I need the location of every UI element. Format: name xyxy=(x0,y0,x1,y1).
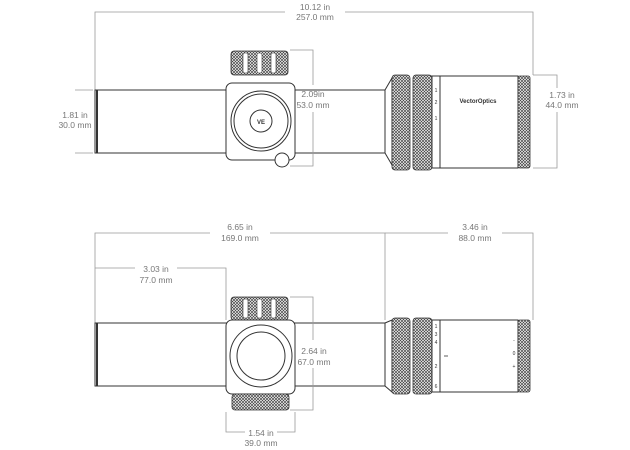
svg-text:1: 1 xyxy=(435,324,438,330)
overall-length-in: 10.12 in xyxy=(300,2,331,12)
turret-width-in: 1.54 in xyxy=(248,428,274,438)
turret-height-bottom-mm: 67.0 mm xyxy=(297,357,330,367)
overall-length-mm: 257.0 mm xyxy=(296,12,334,22)
magnification-ring-2 xyxy=(412,74,433,171)
objective-end-ring xyxy=(517,75,531,169)
eyepiece-to-objective-in: 6.65 in xyxy=(227,222,253,232)
objective-length-in: 3.46 in xyxy=(462,222,488,232)
svg-text:3: 3 xyxy=(435,332,438,338)
svg-text:0: 0 xyxy=(513,351,516,357)
top-view: 10.12 in 257.0 mm 1.81 in 30.0 mm VE 2.0… xyxy=(58,2,579,171)
svg-text:1: 1 xyxy=(435,88,438,94)
objective-length-mm: 88.0 mm xyxy=(458,233,491,243)
objective-bell-bottom xyxy=(439,319,519,393)
svg-text:4: 4 xyxy=(435,340,438,346)
magnification-ring-bottom xyxy=(391,317,411,395)
tube-diameter-in: 1.81 in xyxy=(62,110,88,120)
svg-text:6: 6 xyxy=(435,384,438,390)
turret-width-dimension: 1.54 in 39.0 mm xyxy=(225,412,296,448)
objective-bell xyxy=(439,75,519,169)
objective-diameter-dimension: 1.73 in 44.0 mm xyxy=(533,74,579,169)
bottom-view: 6.65 in 169.0 mm 3.46 in 88.0 mm 3.03 in… xyxy=(94,222,534,448)
turret-width-mm: 39.0 mm xyxy=(244,438,277,448)
svg-text:2: 2 xyxy=(435,100,438,106)
eyepiece-to-turret-mm: 77.0 mm xyxy=(139,275,172,285)
svg-text:1: 1 xyxy=(435,116,438,122)
turret-height-in: 2.09in xyxy=(301,89,324,99)
objective-length-dimension: 3.46 in 88.0 mm xyxy=(385,222,534,320)
turret-height-bottom-in: 2.64 in xyxy=(301,346,327,356)
turret-cap xyxy=(236,331,286,381)
turret-height-dimension: 2.09in 53.0 mm xyxy=(290,49,330,167)
objective-diameter-mm: 44.0 mm xyxy=(545,100,578,110)
brand-text: VectorOptics xyxy=(459,99,497,105)
tube-diameter-mm: 30.0 mm xyxy=(58,120,91,130)
eyepiece-to-turret-dimension: 3.03 in 77.0 mm xyxy=(95,264,227,320)
objective-diameter-in: 1.73 in xyxy=(549,90,575,100)
turret-knob-bottom xyxy=(231,393,290,411)
svg-text:+: + xyxy=(513,364,516,370)
parallax-ring xyxy=(517,319,531,393)
magnification-ring-bottom-2 xyxy=(412,317,433,395)
turret-height-mm: 53.0 mm xyxy=(296,100,329,110)
eyepiece-to-objective-mm: 169.0 mm xyxy=(221,233,259,243)
overall-length-dimension: 10.12 in 257.0 mm xyxy=(94,2,534,90)
tube-diameter-dimension: 1.81 in 30.0 mm xyxy=(58,89,93,154)
brand-logo-icon xyxy=(249,109,273,133)
eyepiece-to-turret-in: 3.03 in xyxy=(143,264,169,274)
turret-height-dimension-bottom: 2.64 in 67.0 mm xyxy=(290,296,331,411)
illumination-knob xyxy=(274,152,290,168)
svg-text:VE: VE xyxy=(257,120,265,126)
svg-text:2: 2 xyxy=(435,364,438,370)
magnification-ring xyxy=(391,74,411,171)
svg-text:-: - xyxy=(513,338,515,344)
